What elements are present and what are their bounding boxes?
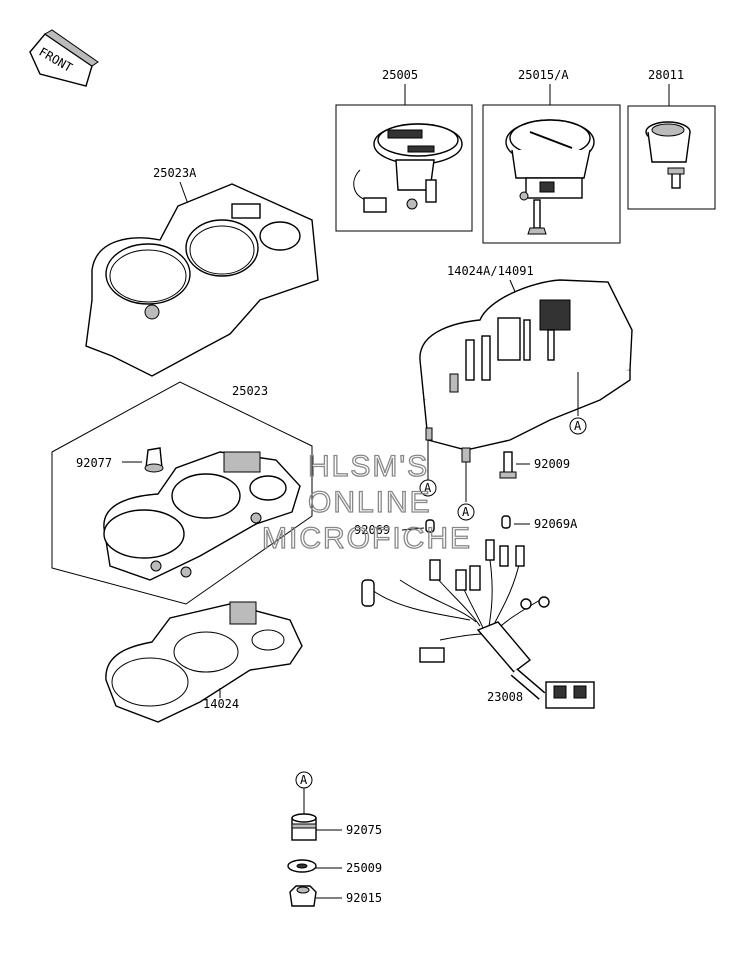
indicator-bulb-unit (645, 121, 691, 189)
label-92009: 92009 (534, 457, 570, 471)
meter-panel-plate (105, 601, 303, 723)
grommet-92075 (291, 813, 317, 841)
label-92075: 92075 (346, 823, 382, 837)
meter-lens-assembly (103, 451, 301, 581)
part-28011-group: 28011 (627, 68, 716, 210)
part-25023-group: 25023 92077 (51, 381, 313, 605)
box-25023 (51, 381, 313, 605)
label-25023a: 25023A (153, 166, 197, 180)
tachometer-unit (505, 119, 595, 235)
box-25015a (482, 104, 621, 244)
label-28011: 28011 (648, 68, 684, 82)
watermark-line-2: ONLINE (308, 486, 432, 519)
ref-a-label-2: A (462, 505, 470, 519)
part-25023a-group: 25023A (85, 166, 319, 377)
label-25015a: 25015/A (518, 68, 569, 82)
nut-92015 (289, 885, 317, 907)
label-25009: 25009 (346, 861, 382, 875)
watermark-line-3: MICROFICHE (262, 522, 472, 555)
label-92069a: 92069A (534, 517, 578, 531)
ref-a-label-3: A (424, 481, 432, 495)
part-25005-group: 25005 (335, 68, 473, 232)
label-92077: 92077 (76, 456, 112, 470)
fuel-gauge-unit (353, 123, 463, 213)
part-92069-group: 92069 92069A (354, 515, 578, 537)
watermark-line-1: HLSM'S (308, 450, 429, 483)
part-14024-group: 14024 (105, 601, 303, 723)
bottom-parts-group: A 92075 25009 92015 (287, 771, 382, 907)
label-25023: 25023 (232, 384, 268, 398)
box-28011 (627, 105, 716, 210)
box-25005 (335, 104, 473, 232)
washer-25009 (287, 859, 317, 873)
meter-cover (85, 183, 319, 377)
front-arrow-icon: FRONT (29, 29, 99, 87)
ref-a-mark-1 (569, 417, 587, 435)
part-92077-group: 92077 (76, 447, 164, 473)
label-92069: 92069 (354, 523, 390, 537)
ref-a-label-4: A (300, 773, 308, 787)
meter-case (419, 279, 633, 463)
ref-a-mark-2 (457, 503, 475, 521)
label-25005: 25005 (382, 68, 418, 82)
wiring-harness (361, 539, 595, 709)
label-14024: 14024 (203, 697, 239, 711)
part-14024a-group: 14024A/14091 A A A (419, 264, 633, 521)
ref-a-label-1: A (574, 419, 582, 433)
part-23008-group: 23008 (361, 539, 595, 709)
part-25015a-group: 25015/A (482, 68, 621, 244)
watermark: HLSM'S ONLINE MICROFICHE (261, 449, 472, 555)
ref-a-mark-3 (419, 479, 437, 497)
part-92009-group: 92009 (499, 451, 570, 479)
label-92015: 92015 (346, 891, 382, 905)
label-23008: 23008 (487, 690, 523, 704)
label-14024a: 14024A/14091 (447, 264, 534, 278)
